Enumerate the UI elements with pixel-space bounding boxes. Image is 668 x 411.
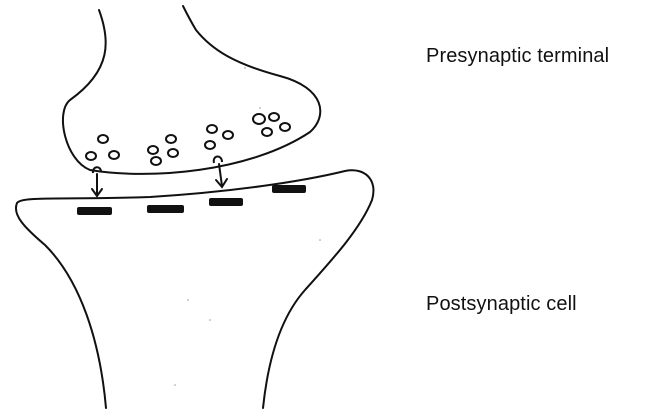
vesicle xyxy=(223,131,233,139)
presynaptic-terminal-outline xyxy=(63,6,320,174)
vesicle xyxy=(168,149,178,157)
postsynaptic-receptors xyxy=(77,185,306,215)
vesicle xyxy=(253,114,265,124)
vesicle xyxy=(98,135,108,143)
vesicle xyxy=(109,151,119,159)
receptor xyxy=(209,198,243,206)
vesicle xyxy=(207,125,217,133)
vesicle xyxy=(205,141,215,149)
receptor xyxy=(77,207,112,215)
scan-specks xyxy=(174,67,321,386)
receptor xyxy=(272,185,306,193)
synaptic-vesicles xyxy=(86,113,290,165)
vesicle xyxy=(280,123,290,131)
vesicle xyxy=(86,152,96,160)
vesicle xyxy=(151,157,161,165)
vesicle xyxy=(166,135,176,143)
vesicle xyxy=(262,128,272,136)
vesicle xyxy=(148,146,158,154)
postsynaptic-cell-label: Postsynaptic cell xyxy=(426,293,577,316)
presynaptic-terminal-label: Presynaptic terminal xyxy=(426,45,609,68)
vesicle xyxy=(269,113,279,121)
fusing-vesicle xyxy=(214,156,222,163)
receptor xyxy=(147,205,184,213)
postsynaptic-cell-outline xyxy=(16,170,374,408)
